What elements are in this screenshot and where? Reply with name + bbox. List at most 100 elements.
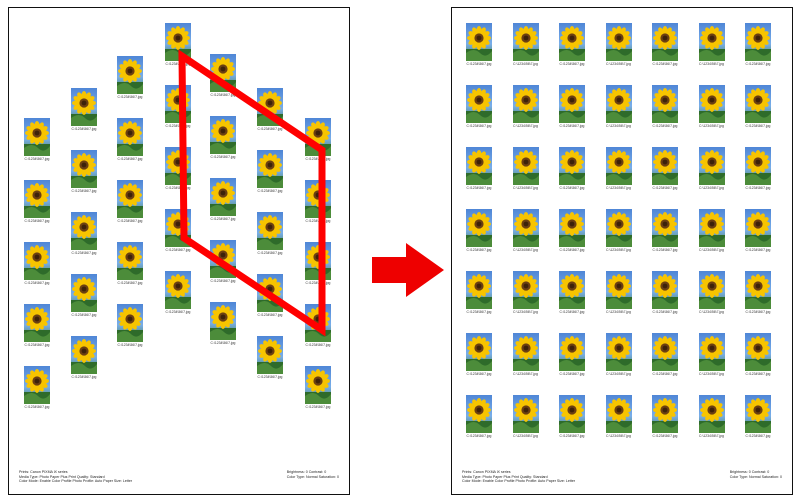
photo-tile: C:\1234\56\7.jpg — [165, 85, 191, 131]
photo-caption: C:\1234\56\7.jpg — [513, 248, 538, 252]
sunflower-thumbnail-icon — [652, 147, 678, 185]
photo-caption: C:\1234\56\7.jpg — [305, 219, 331, 223]
sunflower-thumbnail-icon — [745, 147, 771, 185]
sunflower-thumbnail-icon — [165, 147, 191, 185]
photo-caption: C:\1234\56\7.jpg — [305, 157, 331, 161]
photo-caption: C:\1234\56\7.jpg — [117, 281, 143, 285]
photo-tile: C:\1234\56\7.jpg — [24, 242, 50, 288]
photo-tile: C:\1234\56\7.jpg — [466, 395, 492, 441]
sunflower-thumbnail-icon — [512, 333, 539, 371]
photo-tile: C:\1234\56\7.jpg — [210, 116, 236, 162]
photo-caption: C:\1234\56\7.jpg — [257, 313, 283, 317]
photo-caption: C:\1234\56\7.jpg — [24, 281, 50, 285]
photo-tile: C:\1234\56\7.jpg — [305, 304, 331, 350]
sunflower-thumbnail-icon — [305, 366, 331, 404]
photo-tile: C:\1234\56\7.jpg — [652, 333, 678, 379]
photo-tile: C:\1234\56\7.jpg — [466, 23, 492, 69]
photo-caption: C:\1234\56\7.jpg — [71, 189, 97, 193]
sunflower-thumbnail-icon — [117, 180, 143, 218]
photo-caption: C:\1234\56\7.jpg — [165, 186, 191, 190]
sunflower-thumbnail-icon — [512, 271, 539, 309]
sunflower-thumbnail-icon — [652, 85, 678, 123]
photo-tile: C:\1234\56\7.jpg — [24, 180, 50, 226]
sunflower-thumbnail-icon — [559, 209, 585, 247]
photo-caption: C:\1234\56\7.jpg — [652, 434, 678, 438]
footer-left-text: Prints: Canon PIXMA iX series Media Type… — [462, 470, 576, 484]
sunflower-thumbnail-icon — [257, 274, 283, 312]
sunflower-thumbnail-icon — [745, 395, 771, 433]
photo-tile: C:\1234\56\7.jpg — [698, 271, 725, 317]
photo-tile: C:\1234\56\7.jpg — [165, 209, 191, 255]
sunflower-thumbnail-icon — [559, 23, 585, 61]
photo-caption: C:\1234\56\7.jpg — [513, 186, 538, 190]
photo-caption: C:\1234\56\7.jpg — [699, 186, 724, 190]
sunflower-thumbnail-icon — [71, 336, 97, 374]
photo-caption: C:\1234\56\7.jpg — [513, 124, 538, 128]
photo-tile: C:\1234\56\7.jpg — [745, 209, 771, 255]
sunflower-thumbnail-icon — [559, 333, 585, 371]
sunflower-thumbnail-icon — [605, 271, 632, 309]
photo-tile: C:\1234\56\7.jpg — [605, 209, 632, 255]
sunflower-thumbnail-icon — [24, 304, 50, 342]
photo-caption: C:\1234\56\7.jpg — [305, 281, 331, 285]
photo-caption: C:\1234\56\7.jpg — [559, 186, 585, 190]
sunflower-thumbnail-icon — [512, 209, 539, 247]
photo-tile: C:\1234\56\7.jpg — [605, 271, 632, 317]
photo-caption: C:\1234\56\7.jpg — [745, 434, 771, 438]
photo-tile: C:\1234\56\7.jpg — [71, 88, 97, 134]
sunflower-thumbnail-icon — [210, 240, 236, 278]
photo-tile: C:\1234\56\7.jpg — [512, 333, 539, 379]
sunflower-thumbnail-icon — [605, 209, 632, 247]
photo-caption: C:\1234\56\7.jpg — [606, 124, 631, 128]
photo-caption: C:\1234\56\7.jpg — [210, 341, 236, 345]
sunflower-thumbnail-icon — [165, 271, 191, 309]
photo-caption: C:\1234\56\7.jpg — [745, 248, 771, 252]
sunflower-thumbnail-icon — [698, 147, 725, 185]
sunflower-thumbnail-icon — [210, 178, 236, 216]
photo-tile: C:\1234\56\7.jpg — [652, 209, 678, 255]
photo-caption: C:\1234\56\7.jpg — [606, 372, 631, 376]
photo-caption: C:\1234\56\7.jpg — [24, 405, 50, 409]
photo-caption: C:\1234\56\7.jpg — [513, 62, 538, 66]
photo-tile: C:\1234\56\7.jpg — [698, 85, 725, 131]
sunflower-thumbnail-icon — [745, 333, 771, 371]
sunflower-thumbnail-icon — [24, 118, 50, 156]
sunflower-thumbnail-icon — [605, 395, 632, 433]
sunflower-thumbnail-icon — [745, 271, 771, 309]
photo-tile: C:\1234\56\7.jpg — [652, 85, 678, 131]
photo-caption: C:\1234\56\7.jpg — [559, 124, 585, 128]
photo-tile: C:\1234\56\7.jpg — [71, 274, 97, 320]
photo-tile: C:\1234\56\7.jpg — [117, 56, 143, 102]
sunflower-thumbnail-icon — [512, 147, 539, 185]
photo-caption: C:\1234\56\7.jpg — [305, 405, 331, 409]
photo-tile: C:\1234\56\7.jpg — [512, 147, 539, 193]
sunflower-thumbnail-icon — [24, 366, 50, 404]
photo-caption: C:\1234\56\7.jpg — [559, 434, 585, 438]
photo-caption: C:\1234\56\7.jpg — [745, 186, 771, 190]
sunflower-thumbnail-icon — [652, 209, 678, 247]
photo-tile: C:\1234\56\7.jpg — [466, 333, 492, 379]
sunflower-thumbnail-icon — [305, 118, 331, 156]
photo-caption: C:\1234\56\7.jpg — [210, 217, 236, 221]
sunflower-thumbnail-icon — [71, 150, 97, 188]
photo-tile: C:\1234\56\7.jpg — [257, 150, 283, 196]
photo-caption: C:\1234\56\7.jpg — [466, 248, 492, 252]
photo-caption: C:\1234\56\7.jpg — [466, 186, 492, 190]
photo-caption: C:\1234\56\7.jpg — [652, 186, 678, 190]
photo-tile: C:\1234\56\7.jpg — [305, 242, 331, 288]
sunflower-thumbnail-icon — [117, 304, 143, 342]
photo-caption: C:\1234\56\7.jpg — [257, 251, 283, 255]
photo-caption: C:\1234\56\7.jpg — [466, 434, 492, 438]
sunflower-thumbnail-icon — [745, 23, 771, 61]
photo-tile: C:\1234\56\7.jpg — [652, 23, 678, 69]
photo-caption: C:\1234\56\7.jpg — [745, 372, 771, 376]
sunflower-thumbnail-icon — [257, 336, 283, 374]
photo-tile: C:\1234\56\7.jpg — [257, 274, 283, 320]
photo-tile: C:\1234\56\7.jpg — [745, 333, 771, 379]
photo-tile: C:\1234\56\7.jpg — [745, 23, 771, 69]
sunflower-thumbnail-icon — [117, 56, 143, 94]
photo-caption: C:\1234\56\7.jpg — [24, 343, 50, 347]
sunflower-thumbnail-icon — [71, 212, 97, 250]
photo-caption: C:\1234\56\7.jpg — [24, 219, 50, 223]
sunflower-thumbnail-icon — [605, 23, 632, 61]
